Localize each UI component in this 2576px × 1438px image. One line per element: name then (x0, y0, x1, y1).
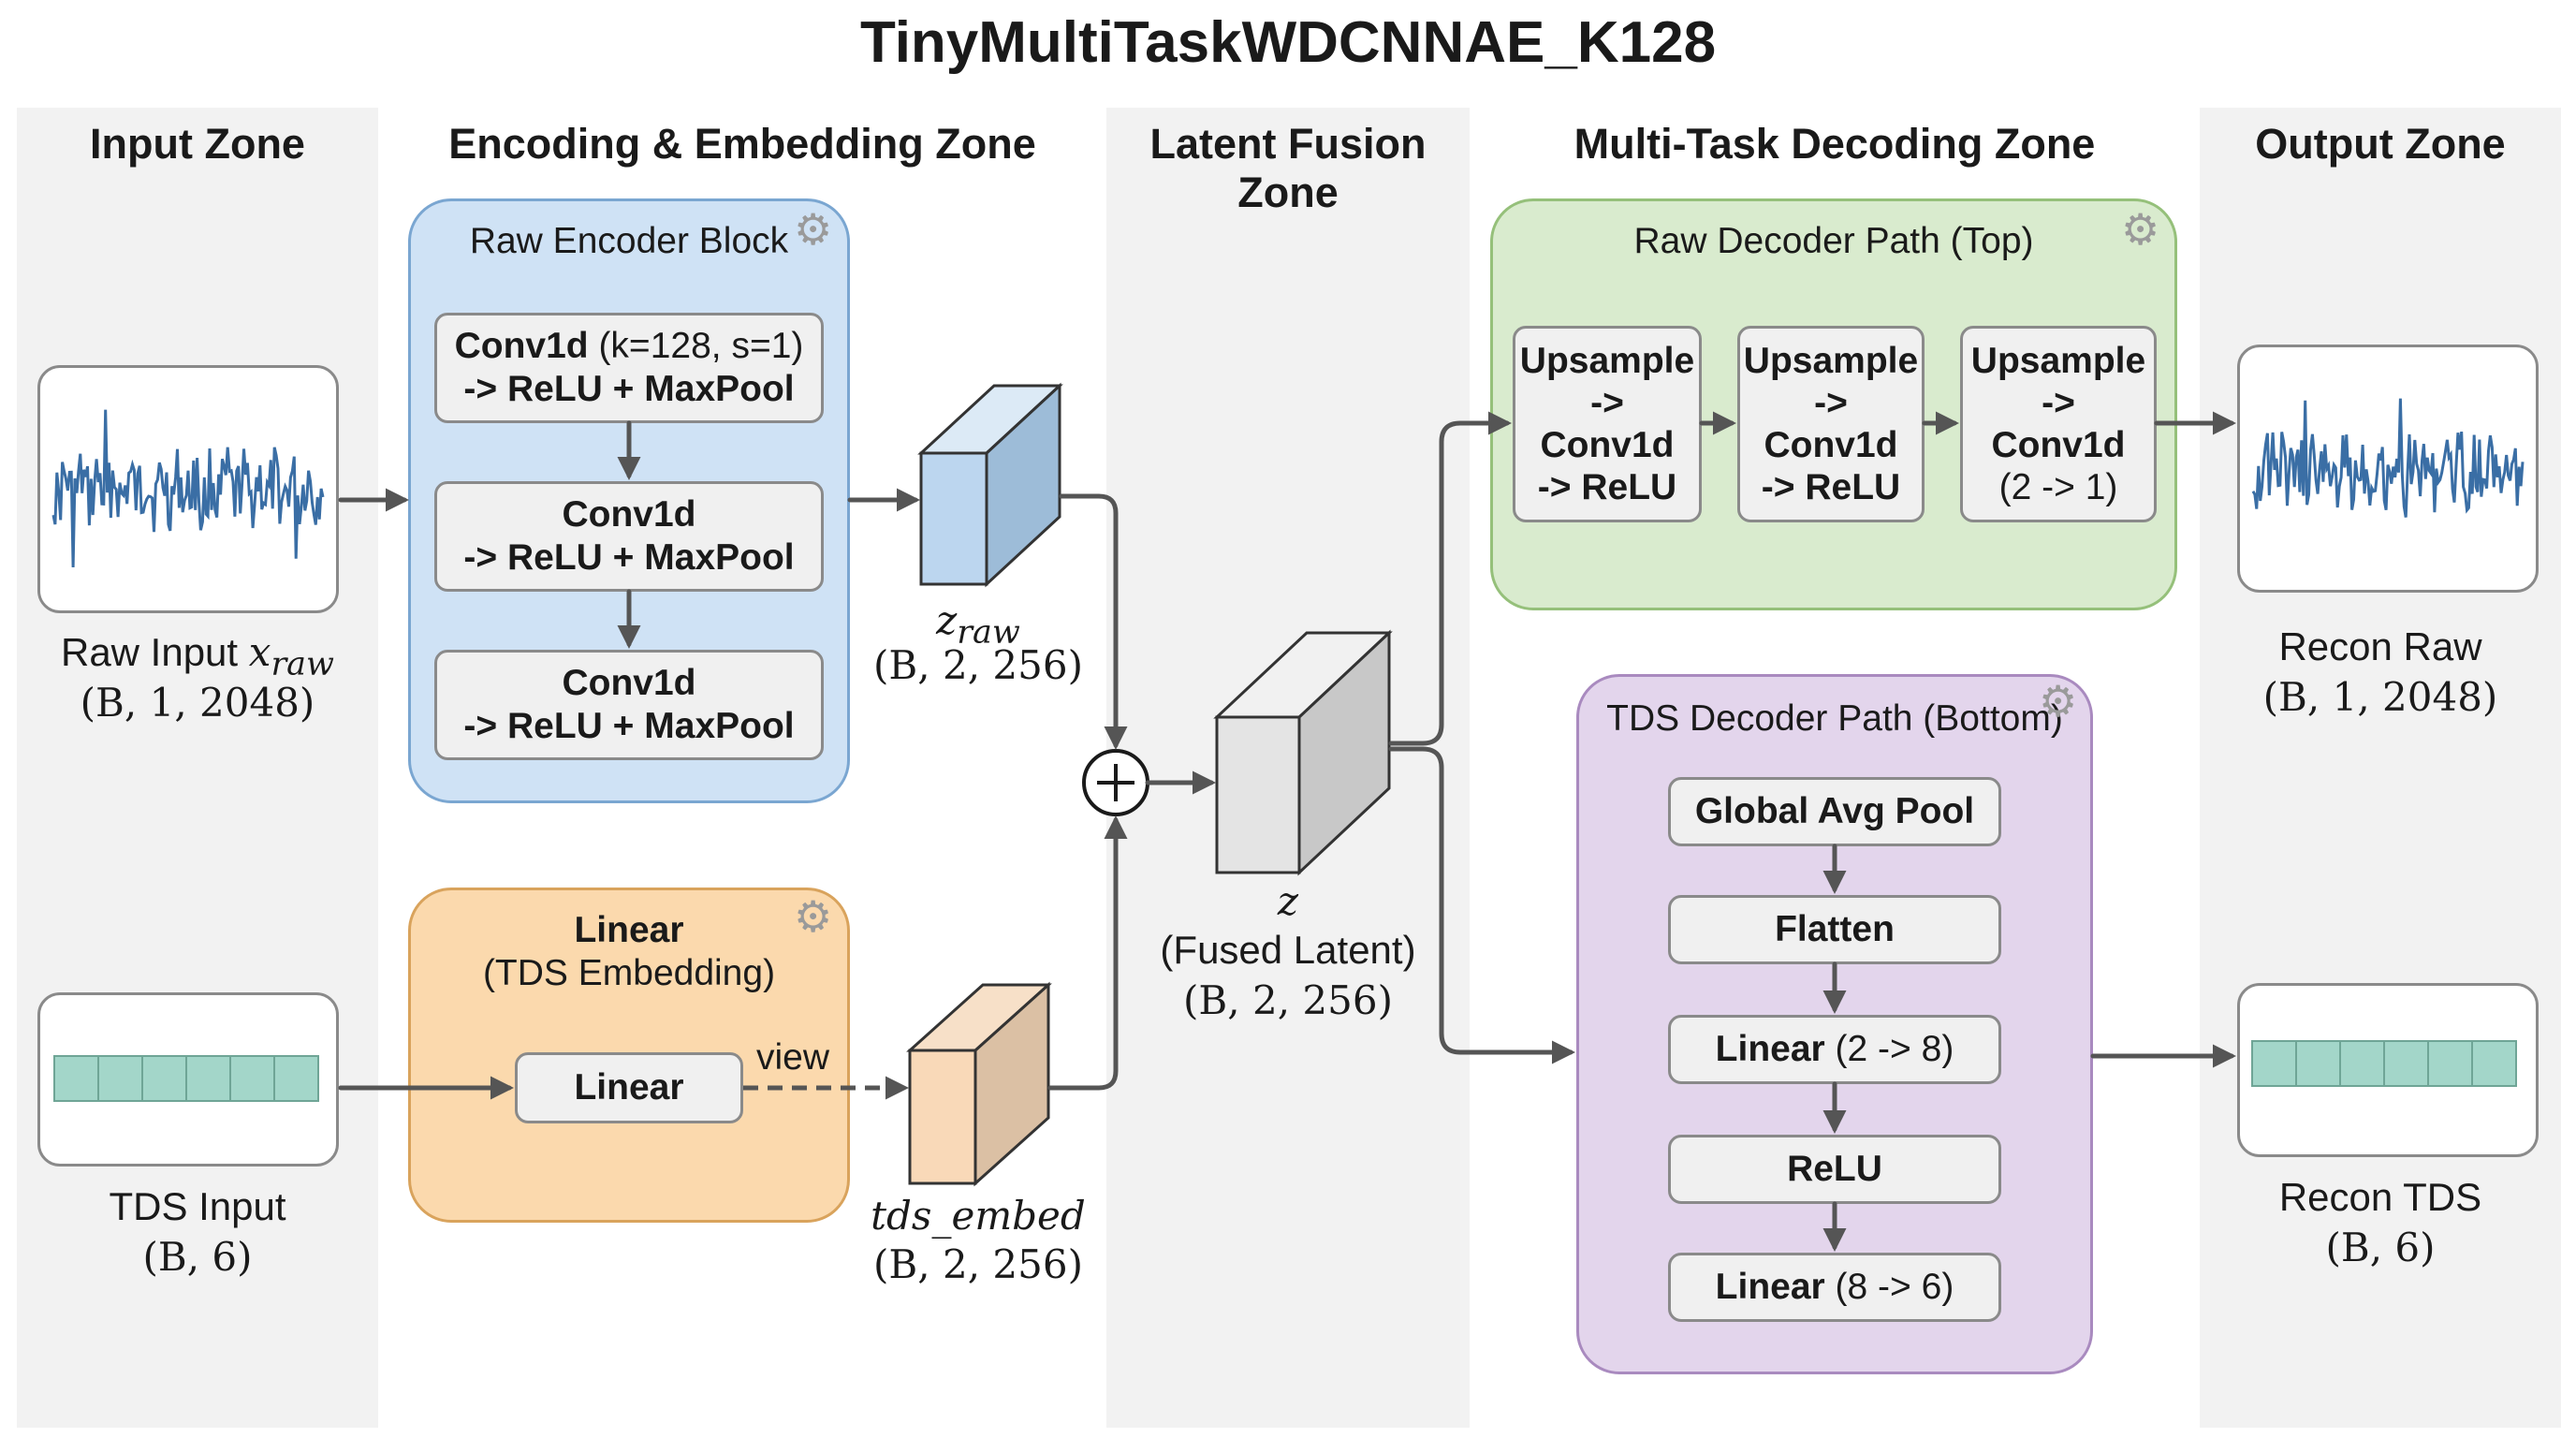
tds-embed-tensor-cube (906, 981, 1052, 1187)
view-edge-label: view (756, 1037, 830, 1078)
vector-cell (2471, 1040, 2517, 1087)
raw-encoder-title: Raw Encoder Block (469, 221, 789, 261)
z-raw-shape: (B, 2, 256) (873, 642, 1083, 688)
vector-cell (141, 1055, 187, 1102)
raw-decoder-title: Raw Decoder Path (Top) (1633, 221, 2034, 261)
z-label: z (1277, 878, 1299, 924)
z-raw-tensor-cube (917, 382, 1063, 588)
z-shape: (B, 2, 256) (1183, 977, 1393, 1023)
fused-latent-label: (Fused Latent) (1160, 928, 1416, 972)
tds-embed-label: tds_embed (871, 1193, 1086, 1239)
raw-input-label: Raw Input xraw (60, 629, 335, 683)
tds-input-cells (53, 1055, 319, 1102)
raw-input-waveform (37, 365, 339, 613)
plus-circle-icon (1082, 749, 1149, 816)
tds-input-vector (37, 992, 339, 1167)
gear-icon: ⚙ (2039, 677, 2078, 726)
tds-decoder-flatten: Flatten (1668, 895, 2001, 964)
tds-decoder-linear-8-6: Linear (8 -> 6) (1668, 1253, 2001, 1322)
gear-icon: ⚙ (794, 892, 833, 941)
raw-decoder-upsample-block-1: Upsample->Conv1d-> ReLU (1513, 326, 1702, 522)
diagram-title: TinyMultiTaskWDCNNAE_K128 (859, 10, 1717, 75)
vector-cell (273, 1055, 319, 1102)
z-fused-tensor-cube (1213, 629, 1393, 876)
tds-decoder-relu: ReLU (1668, 1135, 2001, 1204)
raw-decoder-upsample-block-3: Upsample->Conv1d(2 -> 1) (1960, 326, 2157, 522)
recon-raw-label: Recon Raw (2278, 624, 2482, 668)
arrow-z-to-raw-decoder (1388, 411, 1512, 746)
gear-icon: ⚙ (2121, 205, 2160, 254)
gear-icon: ⚙ (794, 205, 833, 254)
encoder-conv1d-layer-1: Conv1d (k=128, s=1) -> ReLU + MaxPool (434, 313, 824, 423)
arrow-z-raw-to-fusion (1059, 493, 1128, 750)
vector-cell (185, 1055, 231, 1102)
tds-input-label: TDS Input (109, 1184, 286, 1228)
tds-linear-layer: Linear (515, 1052, 743, 1123)
tds-embedding-subtitle: (TDS Embedding) (482, 953, 776, 993)
zone-heading-encoding: Encoding & Embedding Zone (448, 120, 1036, 168)
recon-tds-shape: (B, 6) (2325, 1225, 2436, 1270)
zone-heading-decoding: Multi-Task Decoding Zone (1573, 120, 2096, 168)
zone-heading-input: Input Zone (90, 120, 305, 168)
tds-embed-shape: (B, 2, 256) (873, 1241, 1083, 1287)
z-raw-label: zraw (936, 597, 1020, 652)
zone-heading-fusion: Latent Fusion Zone (1149, 120, 1427, 216)
tds-input-shape: (B, 6) (142, 1234, 253, 1280)
recon-raw-shape: (B, 1, 2048) (2262, 674, 2498, 720)
output-zone (2200, 108, 2561, 1428)
arrow-z-to-tds-decoder (1388, 746, 1575, 1064)
encoder-conv1d-layer-2: Conv1d -> ReLU + MaxPool (434, 481, 824, 592)
recon-tds-cells (2251, 1040, 2517, 1087)
tds-decoder-title: TDS Decoder Path (Bottom) (1606, 698, 2063, 739)
raw-input-shape: (B, 1, 2048) (80, 680, 315, 726)
arrow-tds-embed-to-fusion (1047, 815, 1128, 1091)
recon-raw-waveform (2237, 345, 2539, 593)
tds-embedding-title: Linear (574, 910, 684, 950)
zone-heading-output: Output Zone (2255, 120, 2506, 168)
recon-waveform-plot (2251, 398, 2525, 518)
encoder-conv1d-layer-3: Conv1d -> ReLU + MaxPool (434, 650, 824, 760)
input-zone (17, 108, 378, 1428)
recon-tds-vector (2237, 983, 2539, 1157)
recon-tds-label: Recon TDS (2278, 1175, 2482, 1219)
raw-decoder-upsample-block-2: Upsample->Conv1d-> ReLU (1737, 326, 1925, 522)
raw-waveform-plot (51, 409, 325, 568)
